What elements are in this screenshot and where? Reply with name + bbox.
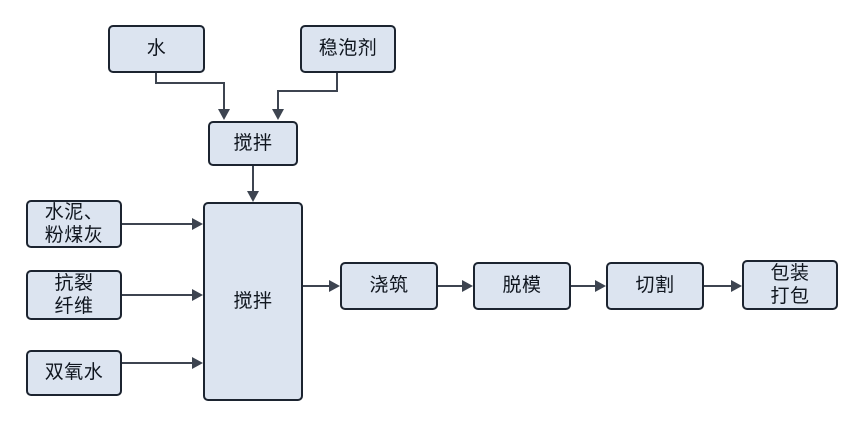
node-mix-main[interactable]: 搅拌 bbox=[203, 202, 303, 401]
arrowhead-water-to-mixtop bbox=[218, 109, 230, 120]
edge-water-to-mixtop-seg2 bbox=[155, 82, 225, 84]
arrowhead-peroxide-to-mixmain bbox=[192, 357, 203, 369]
node-anticrack-fiber[interactable]: 抗裂 纤维 bbox=[26, 270, 122, 320]
node-cutting[interactable]: 切割 bbox=[606, 262, 704, 310]
node-packaging[interactable]: 包装 打包 bbox=[742, 260, 838, 310]
edge-peroxide-to-mixmain-line bbox=[122, 362, 193, 364]
arrowhead-cutting-to-packaging bbox=[731, 280, 742, 292]
edge-fiber-to-mixmain-line bbox=[122, 294, 193, 296]
node-water[interactable]: 水 bbox=[108, 25, 205, 73]
arrowhead-mixtop-to-mixmain bbox=[247, 191, 259, 202]
arrowhead-foam-to-mixtop bbox=[272, 109, 284, 120]
arrowhead-mixmain-to-casting bbox=[329, 280, 340, 292]
edge-foam-to-mixtop-seg2 bbox=[277, 90, 338, 92]
node-casting[interactable]: 浇筑 bbox=[340, 262, 438, 310]
edge-foam-to-mixtop-seg1 bbox=[336, 73, 338, 92]
edge-cement-to-mixmain-line bbox=[122, 223, 193, 225]
edge-foam-to-mixtop-seg3 bbox=[277, 90, 279, 110]
edge-water-to-mixtop-seg1 bbox=[155, 73, 157, 84]
node-hydrogen-peroxide[interactable]: 双氧水 bbox=[26, 350, 122, 396]
arrowhead-cement-to-mixmain bbox=[192, 218, 203, 230]
arrowhead-fiber-to-mixmain bbox=[192, 289, 203, 301]
node-cement-flyash[interactable]: 水泥、 粉煤灰 bbox=[26, 200, 122, 248]
arrowhead-casting-to-demolding bbox=[462, 280, 473, 292]
edge-casting-to-demolding-line bbox=[438, 285, 464, 287]
edge-demolding-to-cutting-line bbox=[571, 285, 597, 287]
node-mix-top[interactable]: 搅拌 bbox=[208, 121, 298, 166]
node-foam-stabilizer[interactable]: 稳泡剂 bbox=[300, 25, 396, 73]
edge-mixmain-to-casting-line bbox=[303, 285, 331, 287]
edge-mixtop-to-mixmain-line bbox=[252, 166, 254, 192]
node-demolding[interactable]: 脱模 bbox=[473, 262, 571, 310]
arrowhead-demolding-to-cutting bbox=[595, 280, 606, 292]
edge-water-to-mixtop-seg3 bbox=[223, 82, 225, 110]
edge-cutting-to-packaging-line bbox=[704, 285, 732, 287]
